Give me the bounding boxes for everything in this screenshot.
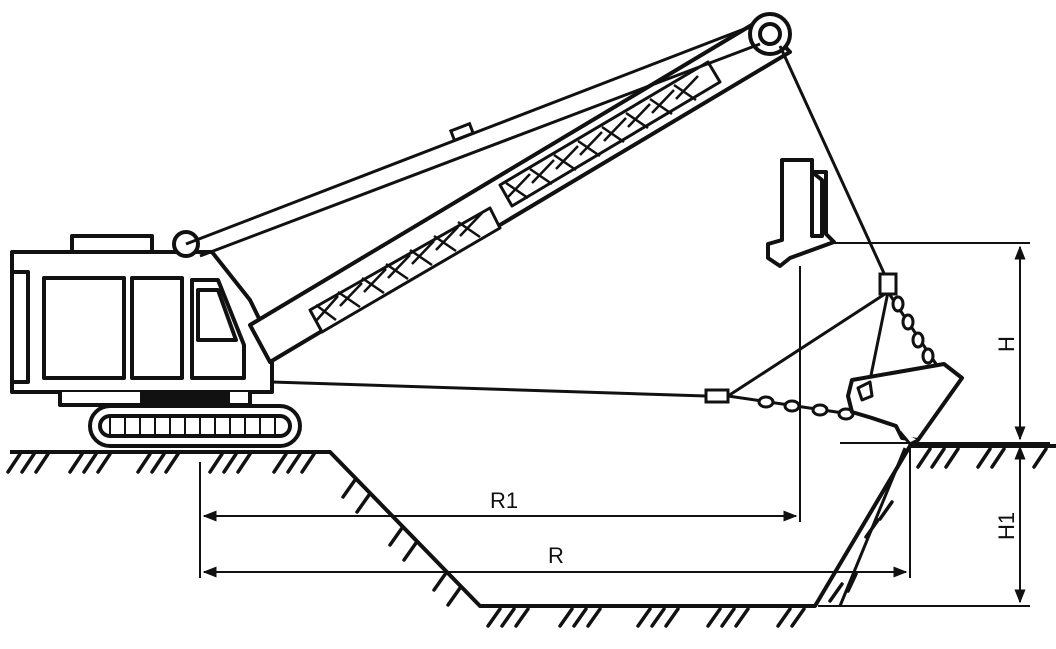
bucket-digging: [846, 362, 964, 446]
boom: [248, 18, 792, 364]
r1-label: R1: [490, 488, 518, 513]
h-label: H: [994, 336, 1019, 352]
boom-tip-sheave: [748, 12, 792, 56]
dimension-lines: [199, 242, 1050, 607]
hoist-chain: [878, 272, 935, 365]
boom-lattice: [315, 75, 699, 322]
h1-label: H1: [994, 512, 1019, 540]
dig-slope-line: [838, 447, 907, 607]
drag-rope: [271, 380, 707, 398]
excavator-turntable: [140, 392, 230, 406]
drag-rope-link: [704, 388, 730, 404]
r-label: R: [548, 543, 564, 568]
pendant-link: [448, 121, 476, 143]
bucket-raised: [766, 158, 836, 268]
drag-chain: [727, 394, 855, 421]
excavator-tracks: [88, 404, 302, 448]
excavator-cab: [10, 234, 274, 407]
ground-profile: [10, 444, 1056, 608]
